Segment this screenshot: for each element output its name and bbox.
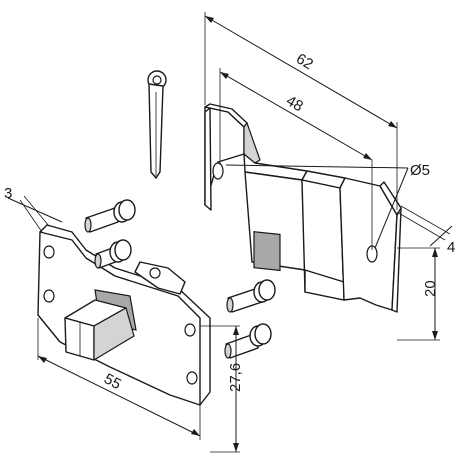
screw-2	[94, 239, 132, 269]
plate-hole-1	[43, 245, 55, 259]
dim-4-label: 4	[447, 239, 455, 256]
screw-4	[224, 323, 272, 359]
screws	[84, 199, 276, 359]
square-slot	[253, 231, 281, 272]
plate-hole-3	[184, 323, 196, 337]
split-pin	[147, 70, 167, 179]
dim-48-label: 48	[283, 92, 306, 115]
plate-hole-2	[43, 289, 55, 303]
dim-hole-diameter-label: Ø5	[410, 162, 430, 179]
flange-hole-left	[212, 162, 224, 180]
square-shaft	[64, 289, 137, 361]
dim-3-label: 3	[4, 185, 12, 202]
screw-3	[226, 279, 276, 313]
plate-hole-4	[186, 371, 198, 385]
dim-55-label: 55	[101, 370, 124, 393]
dim-27-6-label: 27,6	[227, 363, 244, 392]
wall-bracket	[204, 103, 402, 313]
screw-1	[84, 199, 136, 233]
dim-20-label: 20	[422, 280, 439, 297]
dim-62-label: 62	[293, 50, 316, 73]
dimension-lines	[7, 12, 453, 453]
